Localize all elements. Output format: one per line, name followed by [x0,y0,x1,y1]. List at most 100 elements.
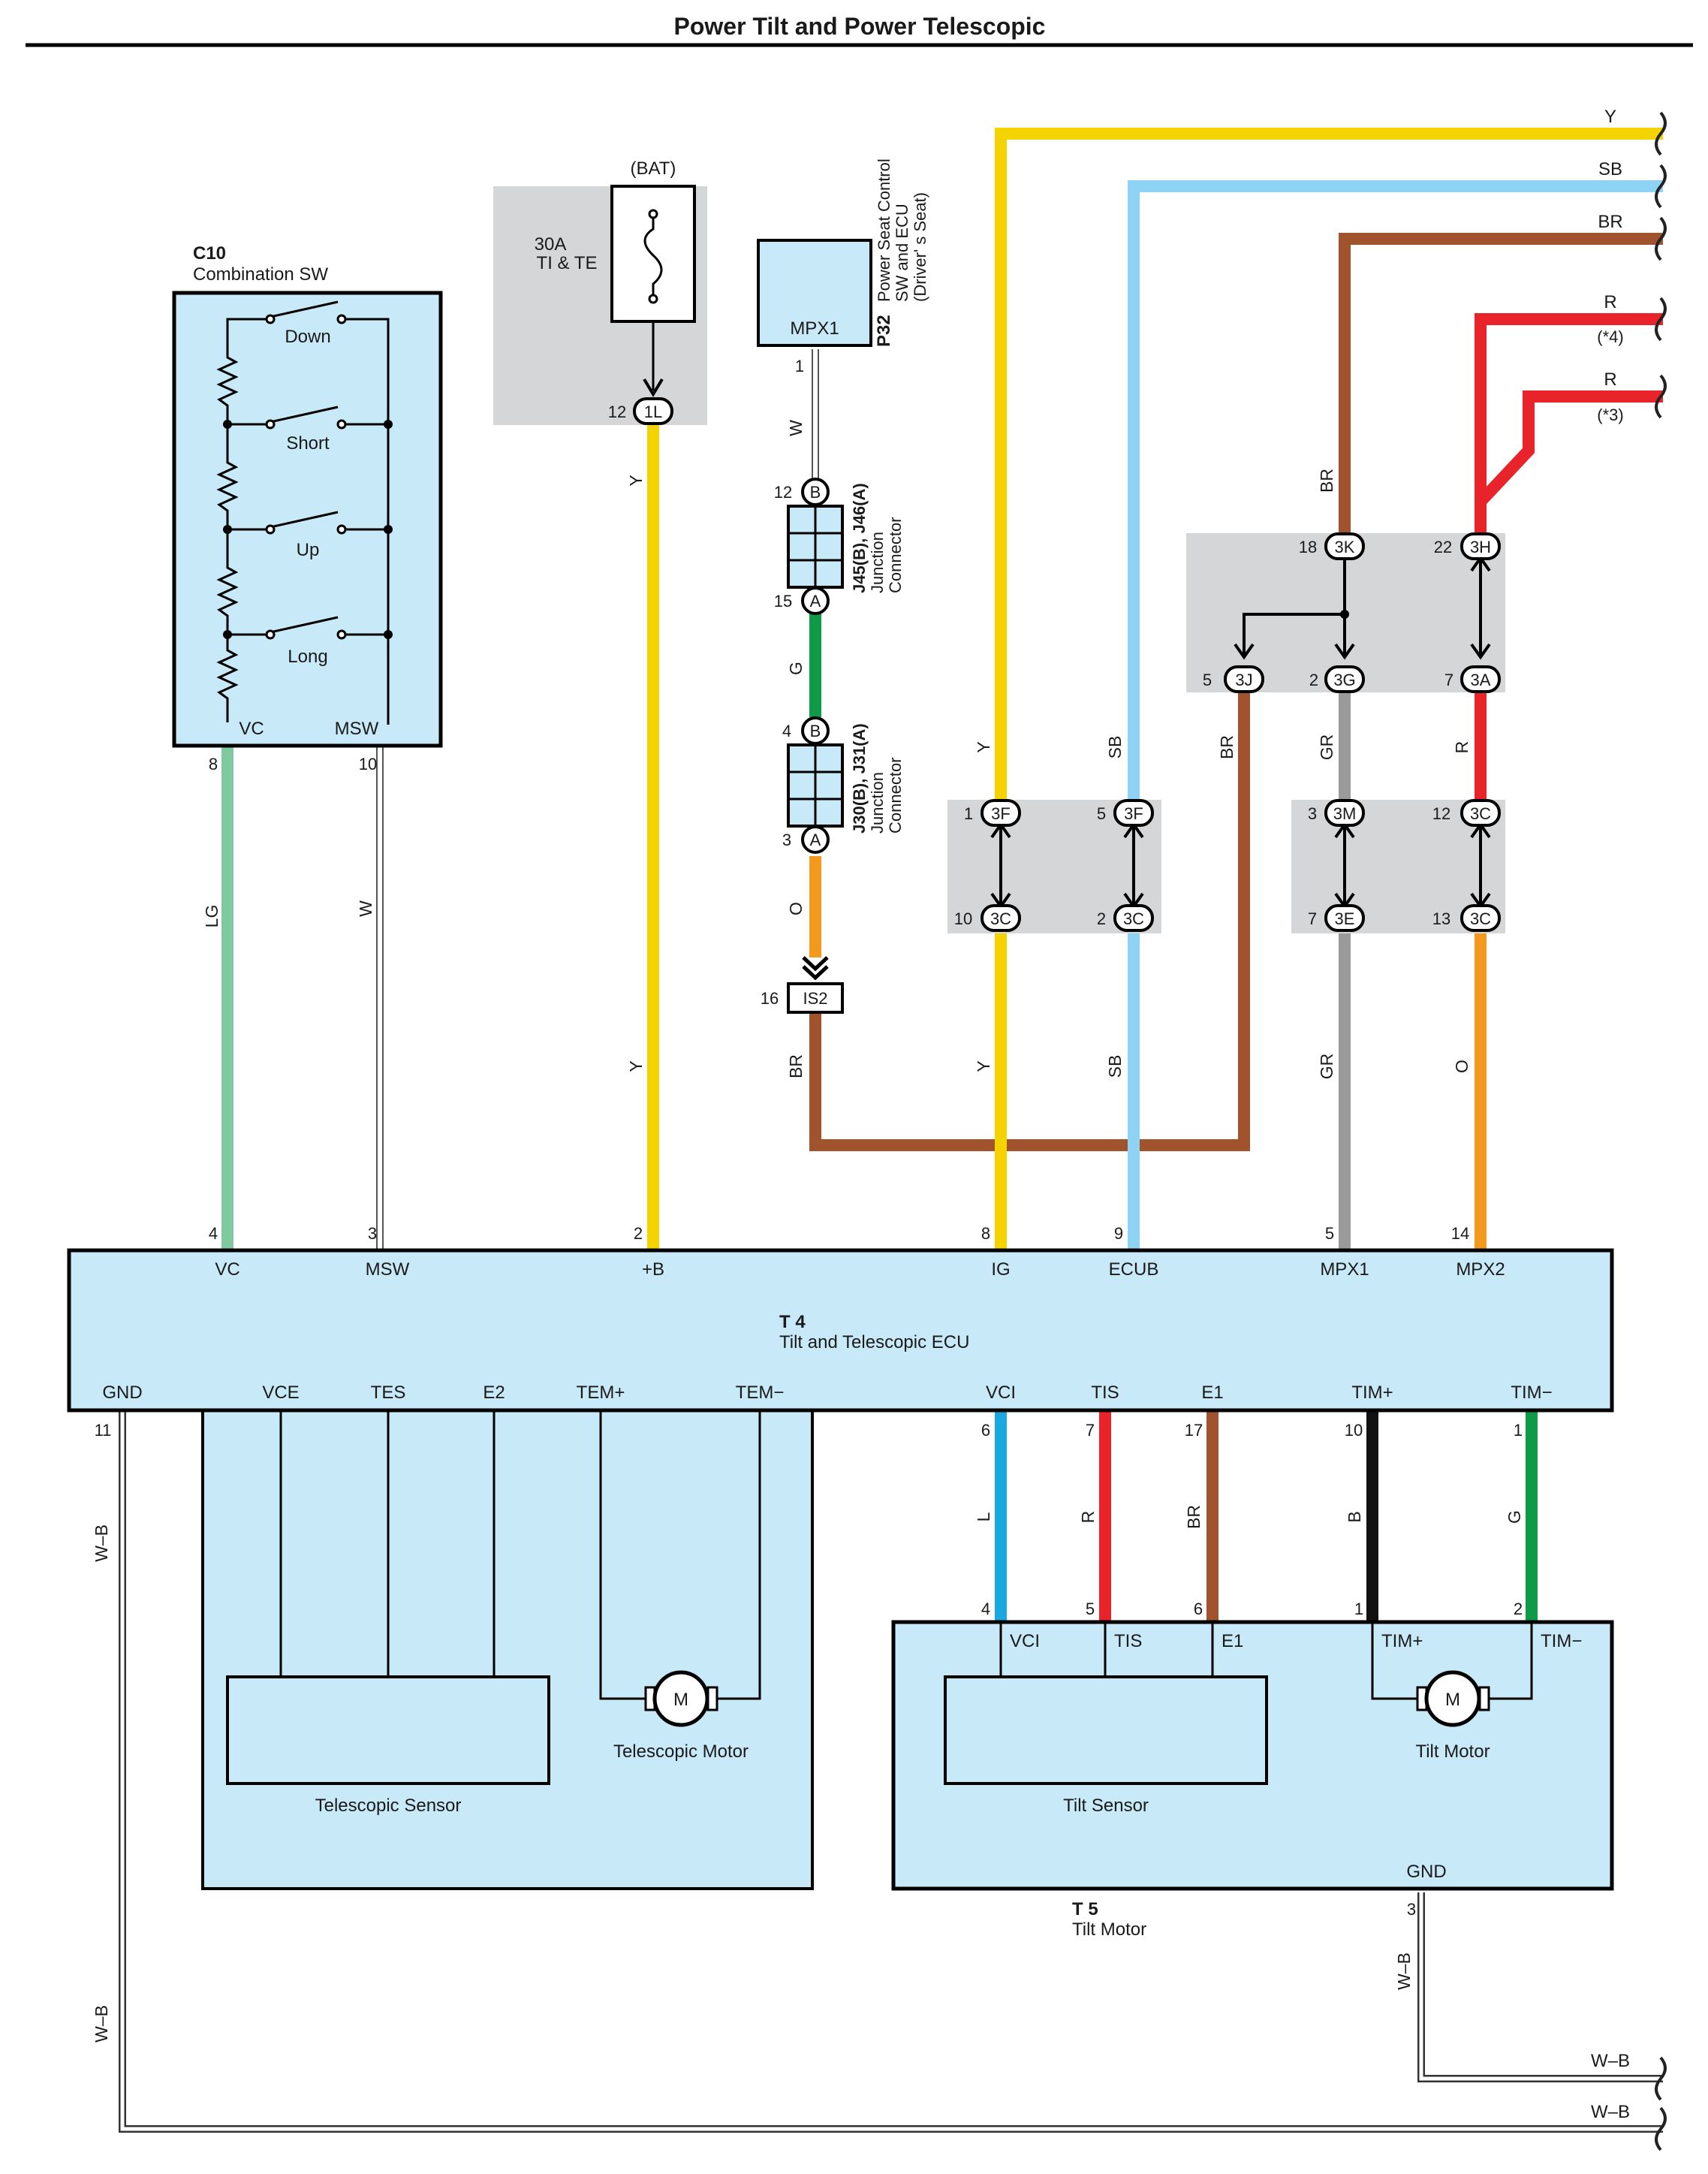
c10-name: Combination SW [193,264,328,285]
c10-code: C10 [193,243,226,264]
svg-text:1: 1 [1514,1421,1523,1440]
svg-text:B: B [810,483,821,502]
c10-combination-switch: C10 Combination SW Down Short Up Long VC… [172,243,443,773]
svg-text:8: 8 [981,1224,990,1243]
svg-text:B: B [1345,1511,1364,1522]
svg-text:SB: SB [1105,736,1125,759]
svg-text:14: 14 [1451,1224,1469,1243]
svg-text:15: 15 [774,592,792,611]
svg-text:TIM+: TIM+ [1351,1382,1393,1403]
telescopic-motor-label: Telescopic Motor [613,1741,749,1762]
svg-text:2: 2 [1309,671,1318,689]
svg-text:O: O [786,902,806,915]
svg-text:1: 1 [1354,1600,1363,1618]
right-wire-labels: Y SB BR R (*4) R (*3) W–B W–B [1591,107,1630,2122]
tilt-sensor-box [944,1675,1268,1785]
is2-pin: 16 [761,989,779,1008]
svg-text:R: R [1078,1511,1098,1524]
svg-text:VCI: VCI [986,1382,1016,1403]
svg-text:+B: +B [642,1259,664,1280]
c10-term-msw: MSW [335,719,379,739]
svg-text:MSW: MSW [366,1259,410,1280]
svg-text:M: M [1445,1690,1460,1710]
svg-text:4: 4 [782,722,791,740]
wire-wb1 [120,1410,1663,2131]
junction-block-right: 3M 3 3C 12 3E 7 3C 13 [1291,799,1505,933]
svg-text:22: 22 [1434,538,1452,556]
svg-text:BR: BR [1317,469,1336,493]
svg-text:E2: E2 [483,1382,505,1403]
svg-text:5: 5 [1203,671,1212,689]
svg-text:VCI: VCI [1010,1631,1040,1651]
svg-text:3M: 3M [1333,804,1357,823]
svg-text:12: 12 [1432,804,1450,823]
svg-text:GR: GR [1317,1054,1336,1080]
svg-text:G: G [1505,1510,1524,1524]
svg-text:7: 7 [1086,1421,1095,1440]
svg-text:3: 3 [368,1224,377,1243]
t5-tilt-motor: 4 5 6 1 2 VCI TIS E1 TIM+ TIM− Tilt Sens… [891,1600,1614,1940]
svg-text:3F: 3F [991,804,1011,823]
diagram-title: Power Tilt and Power Telescopic [674,13,1046,40]
p32-terminal: MPX1 [790,318,839,339]
svg-text:13: 13 [1432,909,1450,928]
wire-color-labels: LG W Y Y W G O BR Y Y SB SB BR BR GR GR … [92,420,1524,2043]
svg-text:W: W [356,900,375,917]
svg-text:E1: E1 [1201,1382,1223,1403]
fuse-icon [643,214,663,300]
t5-gnd-pin: 3 [1407,1900,1416,1919]
tilt-sensor-label: Tilt Sensor [1063,1796,1149,1816]
p32-name-1: Power Seat Control [875,158,893,302]
right-label-r4: R [1604,292,1616,312]
svg-text:3C: 3C [1470,804,1491,823]
break-r4 [1655,297,1667,342]
svg-text:TIM−: TIM− [1511,1382,1552,1403]
t5-name: Tilt Motor [1072,1919,1146,1940]
right-label-wb2: W–B [1591,2051,1630,2071]
fuse-name: TI & TE [537,253,598,273]
fuse-pin: 12 [608,403,626,421]
svg-text:VC: VC [215,1259,239,1280]
svg-text:3A: 3A [1471,671,1491,689]
svg-text:3: 3 [782,831,791,849]
svg-text:3G: 3G [1333,671,1355,689]
telescopic-sensor-label: Telescopic Sensor [315,1796,462,1816]
svg-text:W–B: W–B [1394,1952,1414,1990]
svg-text:7: 7 [1444,671,1453,689]
svg-text:5: 5 [1097,804,1106,823]
wires [119,128,1663,2133]
fuse-block: (BAT) 30A TI & TE 1L 12 [493,158,707,425]
c10-term-vc: VC [239,719,264,739]
switch-down-label: Down [285,327,330,347]
telescopic-sensor-box [226,1675,550,1785]
svg-text:3C: 3C [1470,909,1491,928]
svg-text:3E: 3E [1335,909,1355,928]
svg-text:10: 10 [1345,1421,1363,1440]
break-r3 [1655,374,1667,419]
svg-text:W–B: W–B [92,2005,111,2043]
svg-text:W: W [786,420,806,436]
wire-br-loop [809,682,1250,1151]
svg-text:9: 9 [1114,1224,1123,1243]
svg-text:3J: 3J [1235,671,1252,689]
wire-r3 [1476,390,1663,506]
fuse-arrow-icon [643,378,664,397]
svg-text:6: 6 [981,1421,990,1440]
wire-breaks [1655,111,1667,2151]
t4-box [67,1248,1614,1413]
right-label-y: Y [1604,107,1616,127]
right-label-br: BR [1598,212,1622,232]
svg-text:MPX2: MPX2 [1456,1259,1505,1280]
svg-text:5: 5 [1325,1224,1334,1243]
svg-text:Y: Y [974,1060,993,1072]
svg-text:L: L [974,1512,993,1521]
svg-text:Y: Y [626,1060,646,1072]
svg-text:18: 18 [1299,538,1317,556]
wire-r4 [1475,313,1663,535]
c10-pin-msw: 10 [359,755,377,773]
svg-text:A: A [810,831,821,849]
t4-tilt-telescopic-ecu: T 4 Tilt and Telescopic ECU VC 4 MSW 3 +… [67,1224,1614,1890]
svg-text:BR: BR [1217,735,1237,759]
p32-name-3: (Driver' s Seat) [911,192,929,302]
